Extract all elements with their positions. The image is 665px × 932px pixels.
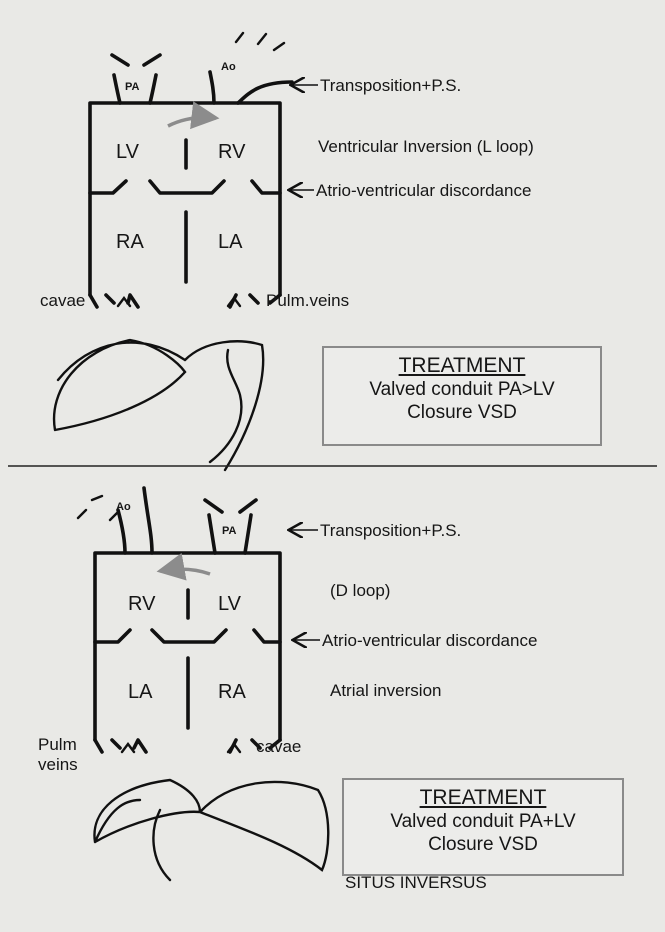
bottom-av-valves [95,630,280,642]
bottom-veins-label: veins [38,755,78,774]
top-treatment-title: TREATMENT [324,354,600,378]
bottom-chamber-ll: LA [128,681,153,703]
top-treatment-line-2: Closure VSD [324,401,600,424]
bottom-treatment-line-2: Closure VSD [344,833,622,856]
bottom-ao-trunk [118,488,152,553]
bottom-chamber-ur: LV [218,593,242,615]
bottom-cavae-label: cavae [256,737,301,756]
top-ao-branches [236,33,284,50]
top-chamber-ll: RA [116,231,144,253]
top-av-label: Atrio-ventricular discordance [316,181,531,200]
top-transposition-label: Transposition+P.S. [320,76,461,95]
top-chamber-ur: RV [218,141,246,163]
top-shunt-arrow [168,117,216,126]
bottom-atrial-label: Atrial inversion [330,681,442,700]
bottom-chamber-lr: RA [218,681,246,703]
bottom-pa-branches [205,500,256,512]
bottom-treatment-line-1: Valved conduit PA+LV [344,810,622,833]
bottom-transposition-label: Transposition+P.S. [320,521,461,540]
bottom-ao-branches [78,496,118,520]
bottom-treatment-box: TREATMENT Valved conduit PA+LV Closure V… [342,778,624,876]
top-chamber-ul: LV [116,141,140,163]
top-cavae-label: cavae [40,291,85,310]
bottom-av-label: Atrio-ventricular discordance [322,631,537,650]
bottom-shunt-arrow [160,569,210,574]
bottom-caret-left [122,744,134,752]
top-loop-label: Ventricular Inversion (L loop) [318,137,534,156]
bottom-heart-silhouette [94,780,328,880]
bottom-pulm-label: Pulm [38,735,77,754]
top-pa-branches [112,55,160,65]
top-treatment-box: TREATMENT Valved conduit PA>LV Closure V… [322,346,602,446]
bottom-treatment-title: TREATMENT [344,786,622,810]
top-heart-silhouette [54,340,263,470]
top-chamber-lr: LA [218,231,243,253]
bottom-chamber-ul: RV [128,593,156,615]
top-vessel-pa-label: PA [125,81,140,93]
bottom-vessel-ao-label: Ao [116,501,131,513]
top-av-valves [90,181,280,193]
top-vessel-ao-label: Ao [221,61,236,73]
top-pulm-veins-label: Pulm.veins [266,291,349,310]
bottom-loop-label: (D loop) [330,581,390,600]
top-ao-trunk [210,72,292,103]
top-treatment-line-1: Valved conduit PA>LV [324,378,600,401]
bottom-vessel-pa-label: PA [222,525,237,537]
